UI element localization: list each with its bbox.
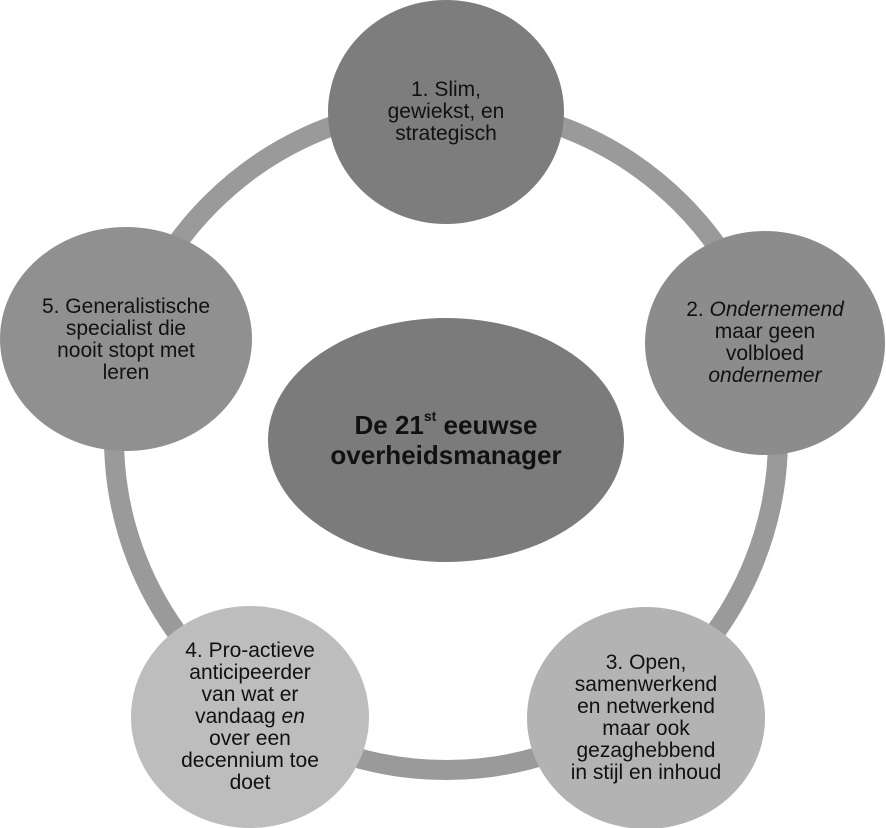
node-4-line-3: van wat er <box>202 684 299 706</box>
node-3-line-3-segment: en netwerkend <box>577 695 715 718</box>
node-2-line-3: volbloed <box>726 343 804 365</box>
center-label-prefix: De 21 <box>354 410 424 440</box>
node-2-line-4-segment: ondernemer <box>708 364 822 387</box>
node-3-line-3: en netwerkend <box>577 696 715 718</box>
node-4-line-4-segment: vandaag <box>195 705 282 728</box>
node-1-line-1-segment: 1. Slim, <box>410 78 481 101</box>
node-3-line-4-segment: maar ook <box>602 717 690 740</box>
node-4-line-3-segment: van wat er <box>201 683 299 706</box>
node-2-line-3-segment: volbloed <box>725 342 805 365</box>
node-3-line-2: samenwerkend <box>575 674 717 696</box>
node-3-line-4: maar ook <box>602 718 690 740</box>
node-3-circle <box>527 607 765 828</box>
node-3-line-5-segment: gezaghebbend <box>576 739 716 762</box>
node-4-line-2-segment: anticipeerder <box>189 661 311 684</box>
node-5-line-1: 5. Generalistische <box>42 296 210 318</box>
node-1-line-1: 1. Slim, <box>411 79 481 101</box>
node-5-line-3-segment: nooit stopt met <box>57 339 195 362</box>
node-2-line-1: 2. Ondernemend <box>686 299 844 321</box>
node-3-line-2-segment: samenwerkend <box>574 673 718 696</box>
center-label: De 21st eeuwse overheidsmanager <box>296 405 596 475</box>
center-label-superscript: st <box>423 408 437 425</box>
node-3-line-1: 3. Open, <box>606 652 687 674</box>
node-4-circle <box>131 606 369 828</box>
node-5-line-2: specialist die <box>66 318 186 340</box>
node-4-line-1: 4. Pro-actieve <box>185 640 315 662</box>
node-2-line-2: maar geen <box>715 321 815 343</box>
node-5-circle <box>0 227 252 451</box>
node-2-line-1-segment: 2. <box>686 298 710 321</box>
node-2-circle <box>645 231 885 455</box>
node-4-line-4: vandaag en <box>195 706 305 728</box>
node-4-line-4-segment: en <box>281 705 305 728</box>
node-4-line-7: doet <box>230 772 271 794</box>
node-3-line-1-segment: 3. Open, <box>605 651 687 674</box>
node-1-line-3: strategisch <box>395 123 497 145</box>
node-2-line-2-segment: maar geen <box>714 320 816 343</box>
node-4-line-7-segment: doet <box>229 771 271 794</box>
node-3-line-5: gezaghebbend <box>577 740 716 762</box>
node-4-line-2: anticipeerder <box>189 662 310 684</box>
node-5-line-2-segment: specialist die <box>65 317 187 340</box>
node-1-circle <box>328 0 564 224</box>
node-1-line-2-segment: gewiekst, en <box>387 100 505 123</box>
center-ellipse <box>268 318 624 562</box>
node-3-line-6: in stijl en inhoud <box>571 762 722 784</box>
node-2-line-1-segment: Ondernemend <box>709 298 844 321</box>
node-5-line-4: leren <box>103 362 150 384</box>
node-4-line-6: decennium toe <box>181 750 319 772</box>
node-4-line-1-segment: 4. Pro-actieve <box>185 639 315 662</box>
center-label-suffix: eeuwse <box>436 410 538 440</box>
node-4-line-5: over een <box>209 728 291 750</box>
node-4-line-5-segment: over een <box>209 727 291 750</box>
node-5-line-1-segment: 5. Generalistische <box>41 295 211 318</box>
node-5-line-4-segment: leren <box>102 361 150 384</box>
node-3-line-6-segment: in stijl en inhoud <box>570 761 722 784</box>
center-label-line-2: overheidsmanager <box>330 440 562 470</box>
node-1-line-3-segment: strategisch <box>395 122 497 145</box>
node-2-line-4: ondernemer <box>708 365 821 387</box>
node-5-line-3: nooit stopt met <box>57 340 195 362</box>
center-label-line-1: De 21st eeuwse <box>354 408 538 440</box>
node-4-line-6-segment: decennium toe <box>181 749 319 772</box>
node-1-line-2: gewiekst, en <box>388 101 505 123</box>
